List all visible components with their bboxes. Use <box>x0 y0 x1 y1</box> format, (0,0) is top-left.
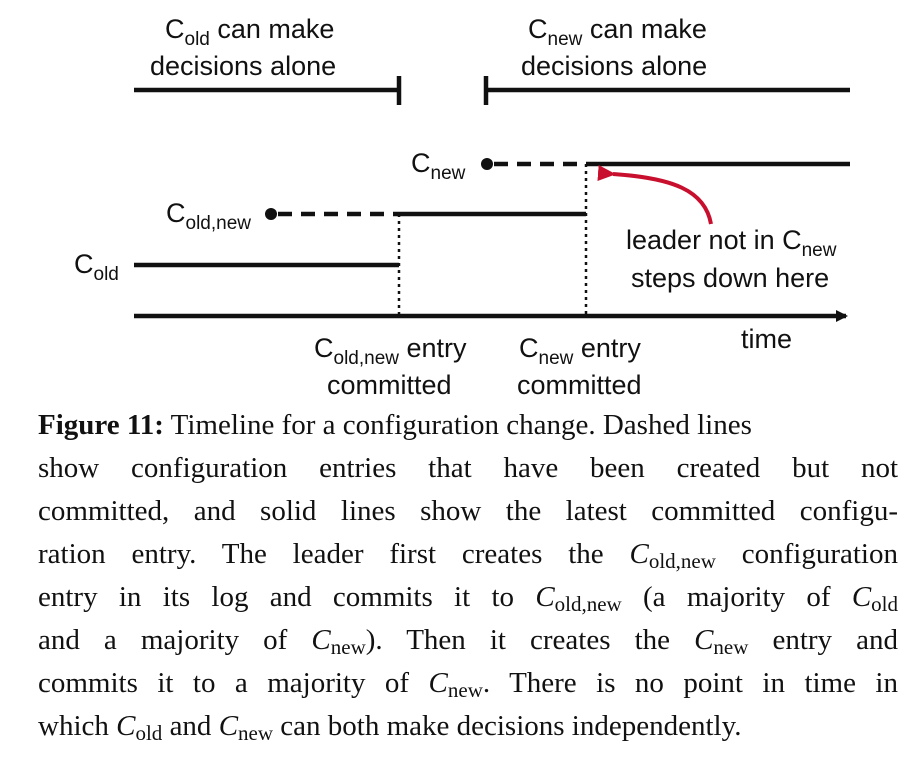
stepdown-annotation-line1: leader not in Cnew <box>626 225 837 261</box>
coldnew-created-dot <box>265 208 277 220</box>
caption-line-8: which Cold and Cnew can both make decisi… <box>38 710 742 745</box>
time-axis-label: time <box>741 324 792 354</box>
caption-line-3: committed, and solid lines show the late… <box>38 495 898 527</box>
configuration-change-timeline: Cold can make decisions alone Cnew can m… <box>74 14 850 400</box>
cnew-alone-label-line2: decisions alone <box>521 51 707 81</box>
cnew-created-dot <box>481 158 493 170</box>
coldnew-committed-label: Cold,new entry <box>314 333 467 369</box>
figure-caption: Figure 11: Timeline for a configuration … <box>38 404 898 748</box>
figure-label: Figure 11: <box>38 409 164 441</box>
caption-line-6: and a majority of Cnew). Then it creates… <box>38 624 898 659</box>
cold-alone-label-line2: decisions alone <box>150 51 336 81</box>
leader-stepdown-arrow <box>597 165 713 225</box>
cnew-committed-label: Cnew entry <box>519 333 641 369</box>
cold-alone-label: Cold can make <box>165 14 334 50</box>
caption-line-5: entry in its log and commits it to Cold,… <box>38 581 899 616</box>
coldnew-committed-label-line2: committed <box>327 370 452 400</box>
stepdown-annotation-line2: steps down here <box>631 263 829 293</box>
cnew-alone-label: Cnew can make <box>528 14 707 50</box>
caption-line-1: Figure 11: Timeline for a configuration … <box>38 409 752 441</box>
cnew-row-label: Cnew <box>411 148 466 184</box>
caption-line-4: ration entry. The leader first creates t… <box>38 538 898 573</box>
caption-line-7: commits it to a majority of Cnew. There … <box>38 667 898 702</box>
cnew-committed-label-line2: committed <box>517 370 642 400</box>
cold-row-label: Cold <box>74 249 119 285</box>
caption-line-2: show configuration entries that have bee… <box>38 452 898 484</box>
coldnew-row-label: Cold,new <box>166 198 251 234</box>
